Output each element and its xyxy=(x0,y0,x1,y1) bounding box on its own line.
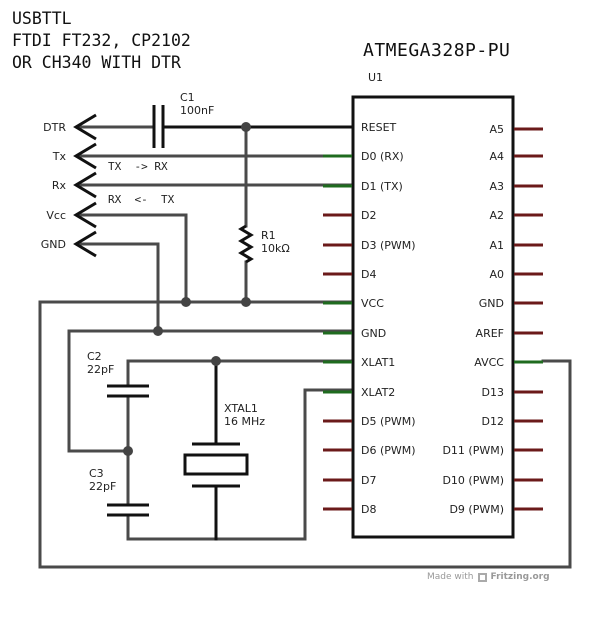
chip-pin-label-left: XLAT2 xyxy=(361,386,395,399)
wire-outer-loop xyxy=(38,300,572,569)
chip-pin-label-right: A1 xyxy=(489,239,504,252)
connector-pin-label: Tx xyxy=(52,150,67,163)
chip-pin-label-left: GND xyxy=(361,327,386,340)
r1-ref: R1 xyxy=(261,229,276,242)
wire-vcc xyxy=(76,213,188,304)
connector-pin-label: Vcc xyxy=(46,209,66,222)
chip-pin-label-left: D2 xyxy=(361,209,376,222)
junction-vcc-usb xyxy=(181,297,191,307)
title-line-1: USBTTL xyxy=(12,9,72,28)
c2-value: 22pF xyxy=(87,363,114,376)
c1-ref: C1 xyxy=(180,91,195,104)
capacitor-c1 xyxy=(152,105,165,148)
fritzing-logo-icon xyxy=(477,572,487,582)
capacitor-c3 xyxy=(107,503,149,517)
connector-arrow-icon xyxy=(73,230,97,258)
r1-value: 10kΩ xyxy=(261,242,290,255)
chip-pin-label-left: D1 (TX) xyxy=(361,180,403,193)
c3-ref: C3 xyxy=(89,467,104,480)
chip-pin-label-right: A2 xyxy=(489,209,504,222)
chip-pin-label-right: D11 (PWM) xyxy=(442,444,504,457)
chip-pin-label-left: D4 xyxy=(361,268,376,281)
wires xyxy=(38,125,572,569)
chip-pin-label-left: RESET xyxy=(361,121,397,134)
chip-pin-label-right: AVCC xyxy=(474,356,504,369)
chip-pin-label-left: XLAT1 xyxy=(361,356,395,369)
chip-reference: U1 xyxy=(368,71,384,84)
junction-c2-c3 xyxy=(123,446,133,456)
connector-arrow-icon xyxy=(73,171,97,199)
chip-pin-label-right: A0 xyxy=(489,268,504,281)
c3-value: 22pF xyxy=(89,480,116,493)
chip-pin-label-left: D8 xyxy=(361,503,376,516)
chip-pin-label-right: A5 xyxy=(489,123,504,136)
chip-pin-label-right: D13 xyxy=(482,386,504,399)
connector-pin-label: DTR xyxy=(43,121,66,134)
chip-pin-label-left: D3 (PWM) xyxy=(361,239,416,252)
junction-dtr-r1 xyxy=(241,122,251,132)
wire-xlat1 xyxy=(126,359,355,388)
junction-vcc-r1 xyxy=(241,297,251,307)
connector-arrow-icon xyxy=(73,113,97,141)
resistor-r1 xyxy=(238,224,254,264)
chip-pin-label-right: D10 (PWM) xyxy=(442,474,504,487)
connector-pin-label: Rx xyxy=(52,179,67,192)
junctions xyxy=(123,122,251,456)
chip-pin-label-right: GND xyxy=(479,297,504,310)
junction-xtal-xlat1 xyxy=(211,356,221,366)
chip-pin-label-left: D0 (RX) xyxy=(361,150,404,163)
title-line-2: FTDI FT232, CP2102 xyxy=(12,31,191,50)
connector-arrow-icon xyxy=(73,142,97,170)
chip-pin-label-right: A4 xyxy=(489,150,504,163)
tx-rx-annotation: TX -> RX xyxy=(108,160,168,173)
title-line-3: OR CH340 WITH DTR xyxy=(12,53,181,72)
chip-pin-label-left: D5 (PWM) xyxy=(361,415,416,428)
chip-pin-label-left: D7 xyxy=(361,474,376,487)
chip-pin-label-right: D12 xyxy=(482,415,504,428)
c2-ref: C2 xyxy=(87,350,102,363)
chip-pin-label-right: AREF xyxy=(476,327,504,340)
connector-arrows xyxy=(73,113,97,258)
chip-pin-label-left: VCC xyxy=(361,297,384,310)
crystal-xtal1 xyxy=(183,442,249,488)
xtal1-ref: XTAL1 xyxy=(224,402,258,415)
chip-body xyxy=(351,95,515,539)
fritzing-footer: Made with Fritzing.org xyxy=(427,572,550,582)
wire-gnd xyxy=(76,242,160,333)
made-with-text: Made with xyxy=(427,572,474,582)
chip-pin-label-left: D6 (PWM) xyxy=(361,444,416,457)
connector-pin-label: GND xyxy=(41,238,66,251)
wire-c3-bottom xyxy=(126,388,355,541)
title-block: USBTTL FTDI FT232, CP2102 OR CH340 WITH … xyxy=(12,8,191,74)
c1-value: 100nF xyxy=(180,104,214,117)
junction-gnd-usb xyxy=(153,326,163,336)
wire-gnd-cap xyxy=(67,329,130,453)
capacitor-c2 xyxy=(107,384,149,398)
xtal1-value: 16 MHz xyxy=(224,415,265,428)
connector-arrow-icon xyxy=(73,201,97,229)
chip-pin-label-right: D9 (PWM) xyxy=(449,503,504,516)
chip-part-name: ATMEGA328P-PU xyxy=(363,40,511,61)
rx-tx-annotation: RX <- TX xyxy=(108,193,175,206)
fritzing-brand: Fritzing.org xyxy=(490,572,550,582)
chip-pin-label-right: A3 xyxy=(489,180,504,193)
